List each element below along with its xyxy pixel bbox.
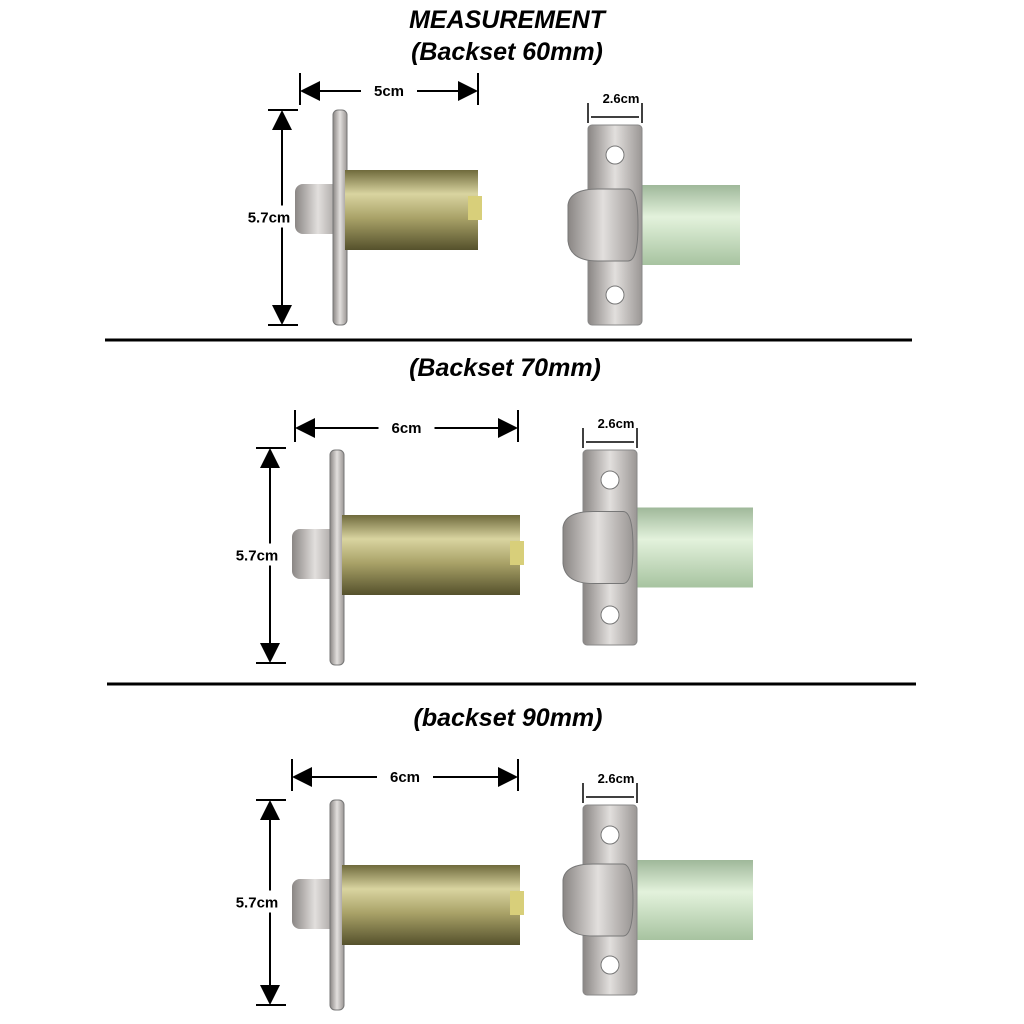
latch-barrel: [342, 865, 520, 945]
latch-section: 6cm 5.7cm 2.6cm: [228, 759, 753, 1011]
latch-tab: [510, 541, 524, 565]
height-label: 5.7cm: [236, 895, 279, 912]
face-plate-side: [332, 109, 348, 326]
latch-bolt-front: [562, 863, 634, 937]
plate-width-label: 2.6cm: [598, 771, 635, 786]
section-title: (Backset 60mm): [411, 38, 603, 66]
screw-hole: [605, 145, 625, 165]
label-backing: [228, 543, 286, 566]
latch-bolt: [295, 184, 341, 234]
face-plate-side: [329, 799, 345, 1011]
height-label: 5.7cm: [236, 548, 279, 565]
section-title: (Backset 70mm): [409, 354, 601, 382]
plate-width-label: 2.6cm: [598, 416, 635, 431]
screw-hole: [605, 285, 625, 305]
latch-barrel: [345, 170, 478, 250]
latch-section: 6cm 5.7cm 2.6cm: [228, 410, 753, 666]
screw-hole: [600, 605, 620, 625]
screw-hole: [600, 470, 620, 490]
latch-bolt: [292, 529, 338, 579]
screw-hole: [600, 825, 620, 845]
latch-bolt-front: [567, 188, 639, 262]
screw-hole: [600, 955, 620, 975]
length-label: 5cm: [374, 83, 404, 100]
section-title: (backset 90mm): [414, 704, 603, 732]
plate-width-label: 2.6cm: [603, 91, 640, 106]
length-label: 6cm: [390, 769, 420, 786]
face-plate-side: [329, 449, 345, 666]
latch-section: 5cm 5.7cm 2.6cm: [240, 73, 740, 326]
latch-bolt: [292, 879, 338, 929]
latch-bolt-front: [562, 511, 634, 584]
length-label: 6cm: [391, 420, 421, 437]
latch-tab: [510, 891, 524, 915]
latch-barrel: [342, 515, 520, 595]
height-label: 5.7cm: [248, 210, 291, 227]
label-backing: [240, 205, 298, 228]
label-backing: [228, 890, 286, 913]
latch-tab: [468, 196, 482, 220]
heading: MEASUREMENT: [409, 6, 608, 34]
